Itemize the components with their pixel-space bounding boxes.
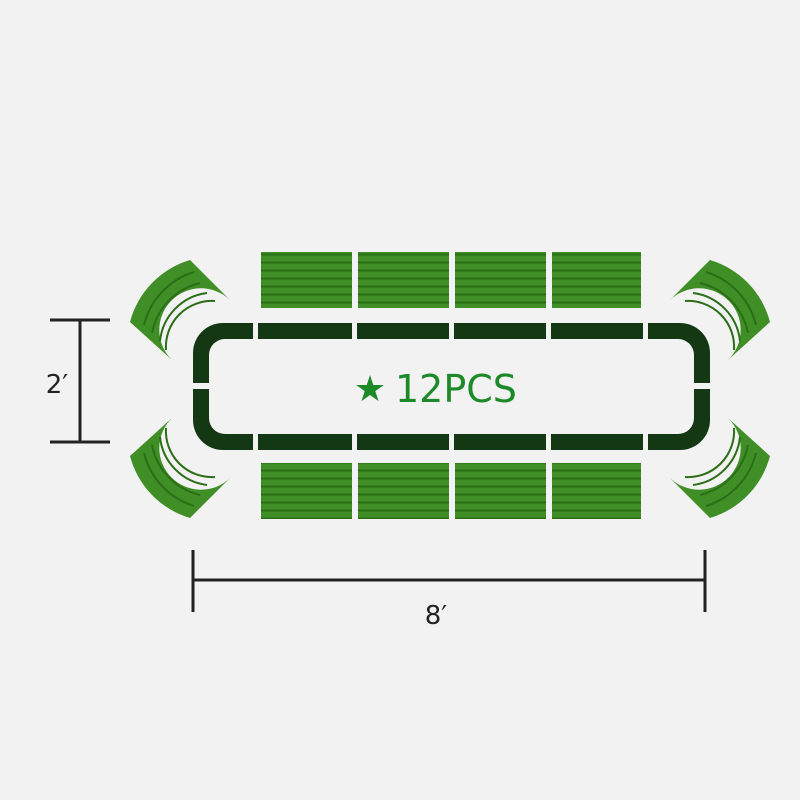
bottom-segment-4 — [552, 463, 641, 519]
height-label: 2′ — [46, 370, 69, 400]
top-padded-segments — [261, 252, 641, 308]
table-rail — [189, 320, 714, 453]
corner-segment-bottom-right — [670, 418, 770, 518]
top-segment-3 — [455, 252, 546, 308]
corner-segment-top-left — [130, 260, 230, 360]
bottom-padded-segments — [261, 463, 641, 519]
top-segment-2 — [358, 252, 449, 308]
bottom-segment-1 — [261, 463, 352, 519]
count-label-text: 12PCS — [395, 367, 517, 411]
width-label: 8′ — [425, 601, 448, 631]
corner-segments — [130, 260, 770, 518]
corner-segment-top-right — [670, 260, 770, 360]
star-icon: ★ — [354, 369, 386, 410]
width-dimension: 8′ — [191, 550, 707, 631]
top-segment-1 — [261, 252, 352, 308]
corner-segment-bottom-left — [130, 418, 230, 518]
bottom-segment-3 — [455, 463, 546, 519]
top-segment-4 — [552, 252, 641, 308]
height-dimension: 2′ — [40, 318, 110, 444]
bottom-segment-2 — [358, 463, 449, 519]
piece-count-label: ★ 12PCS — [354, 367, 517, 411]
